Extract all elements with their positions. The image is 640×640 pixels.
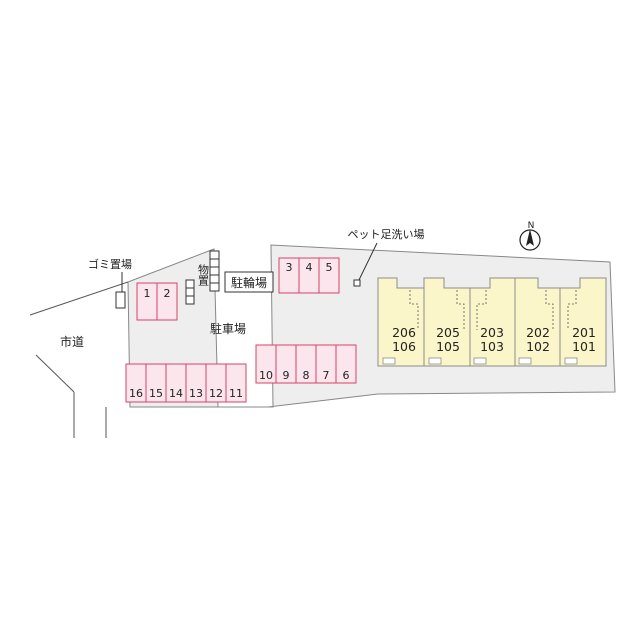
- unit-number-upper: 206: [392, 325, 416, 340]
- stall-number: 16: [129, 387, 143, 400]
- north-arrow-icon: N: [519, 221, 541, 251]
- stall-number: 2: [164, 287, 171, 300]
- unit-number-lower: 105: [436, 339, 460, 354]
- stall-number: 15: [149, 387, 163, 400]
- parking-stalls-1-2: 1 2: [136, 282, 178, 321]
- stall-number: 10: [259, 369, 273, 382]
- stall-number: 8: [303, 369, 310, 382]
- pet-wash-leader: [357, 242, 378, 283]
- parking-stalls-3-5: 3 4 5: [278, 257, 340, 294]
- road-label: 市道: [60, 334, 84, 349]
- stall-number: 4: [306, 261, 313, 274]
- apartment-building: 206 106 205 105 203 103 202 102 201 101: [377, 277, 607, 367]
- stall-number: 6: [343, 369, 350, 382]
- storage-label: 物置: [197, 263, 210, 286]
- road-edge-lower: [35, 354, 75, 393]
- unit-number-upper: 205: [436, 325, 460, 340]
- unit-number-upper: 201: [572, 325, 596, 340]
- unit-number-upper: 202: [526, 325, 550, 340]
- parking-stalls-6-10: 10 9 8 7 6: [255, 344, 357, 384]
- unit-number-lower: 106: [392, 339, 416, 354]
- north-label: N: [528, 221, 535, 231]
- storage-shed: [185, 250, 220, 305]
- stall-number: 11: [229, 387, 243, 400]
- unit-number-lower: 102: [526, 339, 550, 354]
- unit-number-upper: 203: [480, 325, 504, 340]
- stall-number: 9: [283, 369, 290, 382]
- stall-number: 7: [323, 369, 330, 382]
- stall-number: 13: [189, 387, 203, 400]
- stall-number: 3: [286, 261, 293, 274]
- unit-number-lower: 103: [480, 339, 504, 354]
- bicycle-parking: [224, 271, 274, 293]
- road-edge-upper: [29, 281, 129, 316]
- parking-stalls-11-16: 16 15 14 13 12 11: [125, 363, 247, 403]
- stall-number: 5: [326, 261, 333, 274]
- pet-wash-label: ペット足洗い場: [348, 228, 425, 241]
- garbage-label: ゴミ置場: [88, 257, 132, 271]
- stall-number: 1: [144, 287, 151, 300]
- stall-number: 12: [209, 387, 223, 400]
- stall-number: 14: [169, 387, 183, 400]
- unit-number-lower: 101: [572, 339, 596, 354]
- pet-wash-station: [353, 279, 361, 287]
- garbage-station: [115, 291, 126, 309]
- bicycle-label: 駐輪場: [231, 275, 267, 290]
- parking-label: 駐車場: [210, 321, 246, 336]
